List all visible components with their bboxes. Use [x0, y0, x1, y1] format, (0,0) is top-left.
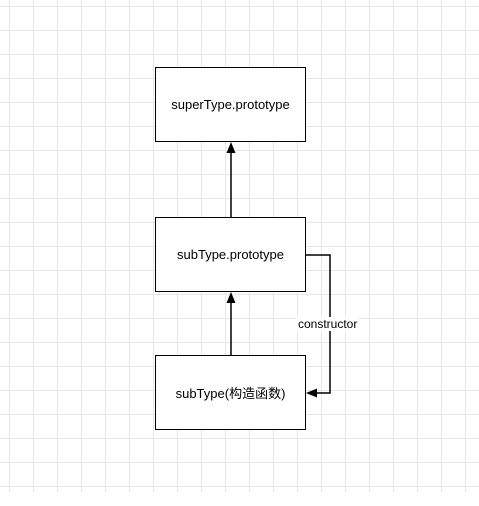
node-subtype-prototype-label: subType.prototype [177, 247, 284, 262]
node-supertype-prototype[interactable]: superType.prototype [155, 67, 306, 142]
arrowhead-constructor [306, 388, 317, 398]
node-subtype-prototype[interactable]: subType.prototype [155, 217, 306, 292]
node-subtype-constructor[interactable]: subType(构造函数) [155, 355, 306, 430]
node-subtype-constructor-label: subType(构造函数) [175, 386, 286, 401]
node-supertype-prototype-label: superType.prototype [171, 97, 290, 112]
edge-constructor-label: constructor [296, 317, 360, 331]
arrowhead-super [226, 142, 236, 153]
arrowhead-proto [226, 292, 236, 303]
